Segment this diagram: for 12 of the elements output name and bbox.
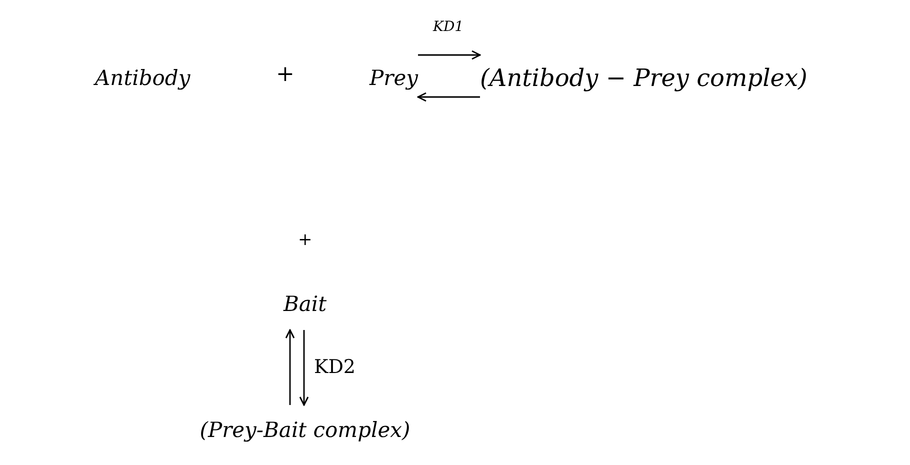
arrow bbox=[418, 50, 481, 60]
term-text: Antibody bbox=[95, 66, 190, 90]
term-text: Prey bbox=[370, 66, 418, 90]
term-text: (Prey-Bait complex) bbox=[200, 418, 410, 442]
plus-sign: + bbox=[298, 230, 312, 250]
arrow bbox=[417, 92, 480, 102]
term-text: (Antibody − Prey complex) bbox=[480, 64, 808, 92]
edge-label: KD1 bbox=[433, 20, 464, 34]
arrow bbox=[285, 329, 295, 405]
arrow bbox=[299, 330, 309, 406]
plus-sign: + bbox=[276, 62, 294, 87]
term-text: Bait bbox=[283, 292, 327, 316]
